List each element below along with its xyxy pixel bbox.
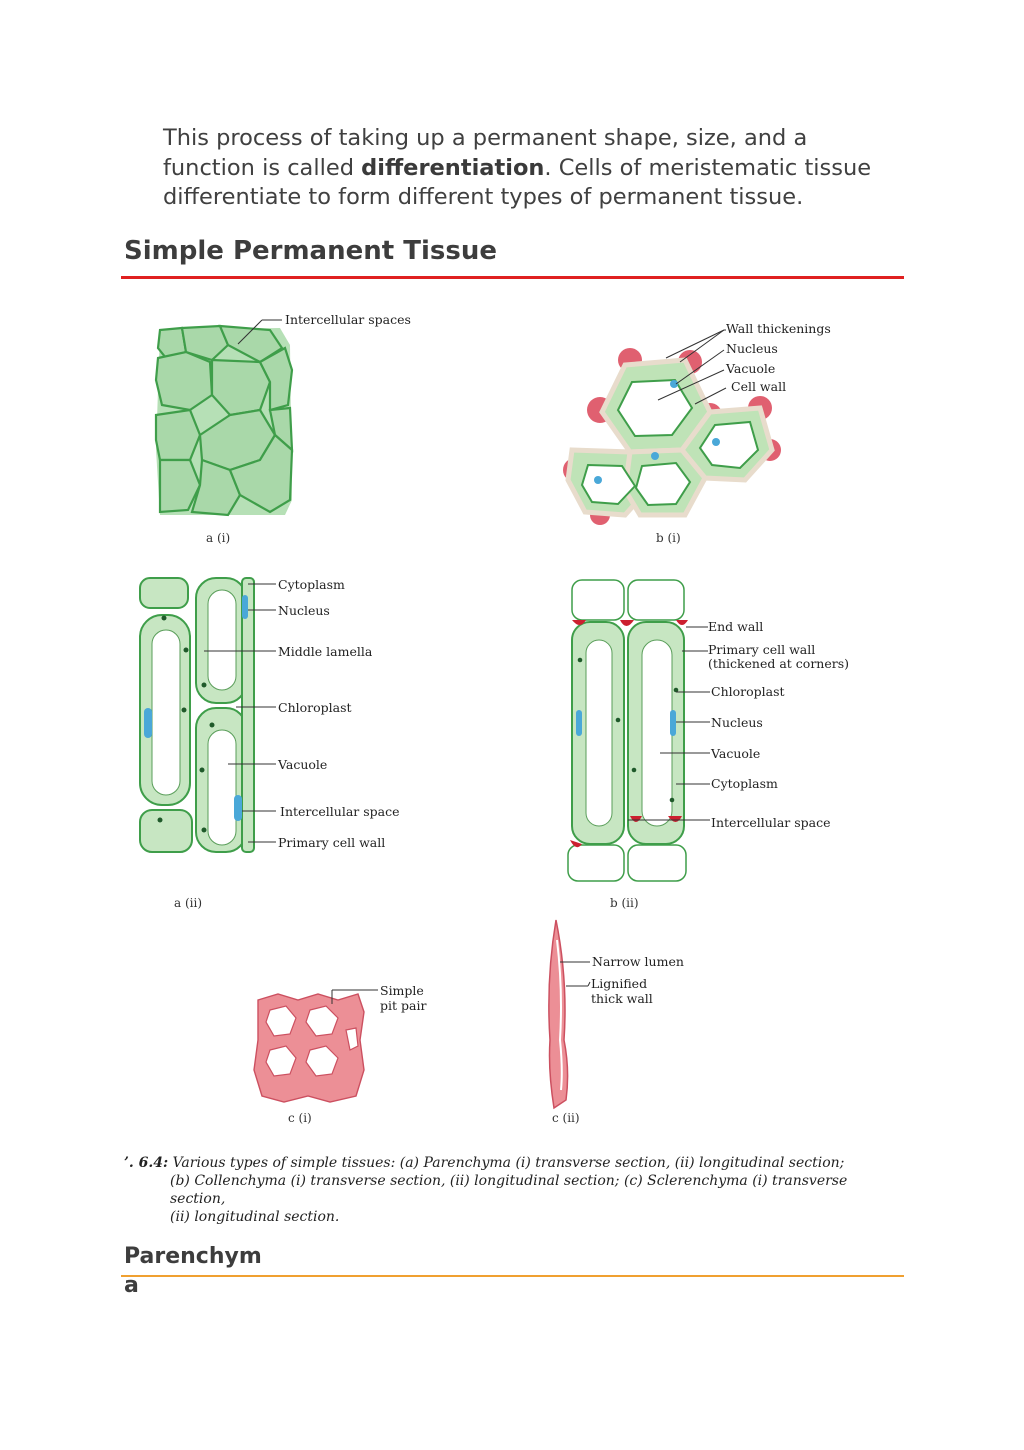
label-vacuole-a2: Vacuole [277,757,327,772]
label-thick-wall: thick wall [591,991,653,1006]
subfig-c2: c (ii) [552,1111,580,1125]
intro-text-after: . Cells of meristematic tissue different… [163,154,872,211]
subfig-b2: b (ii) [610,896,639,910]
differentiation-term: differentiation [361,154,545,181]
label-cytoplasm-b2: Cytoplasm [711,776,778,791]
label-cell-wall-b1: Cell wall [731,379,786,394]
label-thickened-corners: (thickened at corners) [708,656,849,671]
caption-line-3: (ii) longitudinal section. [170,1209,340,1225]
collenchyma-ts-drawing [563,329,781,525]
collenchyma-ls-drawing [567,579,710,882]
subfig-a2: a (ii) [174,896,202,910]
label-simple: Simple [380,983,424,998]
sclerenchyma-ts-drawing [253,989,378,1103]
parenchyma-heading: Parenchym a [124,1244,262,1298]
heading-underline [121,276,904,279]
intro-text-before: This process of taking up a permanent sh… [163,125,808,181]
label-wall-thickenings: Wall thickenings [726,321,831,336]
simple-tissues-figure: Intercellular spaces a (i) [120,300,910,1140]
figure-number: ’. 6.4: [124,1155,169,1171]
label-primary-cell-wall-a2: Primary cell wall [278,835,385,850]
label-nucleus-b1: Nucleus [726,341,778,356]
label-intercellular-spaces: Intercellular spaces [285,312,411,327]
label-middle-lamella: Middle lamella [278,644,373,659]
label-chloroplast-b2: Chloroplast [711,684,785,699]
parenchyma-underline [121,1275,904,1277]
figure-caption: ’. 6.4: Various types of simple tissues:… [124,1154,904,1226]
label-lignified: Lignified [591,976,647,991]
label-end-wall: End wall [708,619,763,634]
label-primary-cell-wall-b2: Primary cell wall [708,642,815,657]
parenchyma-ts-drawing [154,319,294,517]
subfig-c1: c (i) [288,1111,312,1125]
intro-paragraph: This process of taking up a permanent sh… [163,124,883,213]
label-nucleus-a2: Nucleus [278,603,330,618]
subfig-a1: a (i) [206,531,230,545]
label-pit-pair: pit pair [380,998,426,1013]
label-narrow-lumen: Narrow lumen [592,954,684,969]
label-nucleus-b2: Nucleus [711,715,763,730]
caption-line-1: Various types of simple tissues: (a) Par… [172,1155,845,1171]
parenchyma-ls-drawing [138,576,276,853]
label-intercellular-space-a2: Intercellular space [280,804,400,819]
section-heading: Simple Permanent Tissue [124,236,497,266]
label-chloroplast-a2: Chloroplast [278,700,352,715]
label-intercellular-space-b2: Intercellular space [711,815,831,830]
sclerenchyma-ls-drawing [548,919,591,1110]
label-cytoplasm-a2: Cytoplasm [278,577,345,592]
subfig-b1: b (i) [656,531,681,545]
caption-line-2: (b) Collenchyma (i) transverse section, … [170,1173,848,1207]
label-vacuole-b1: Vacuole [725,361,775,376]
label-vacuole-b2: Vacuole [710,746,760,761]
